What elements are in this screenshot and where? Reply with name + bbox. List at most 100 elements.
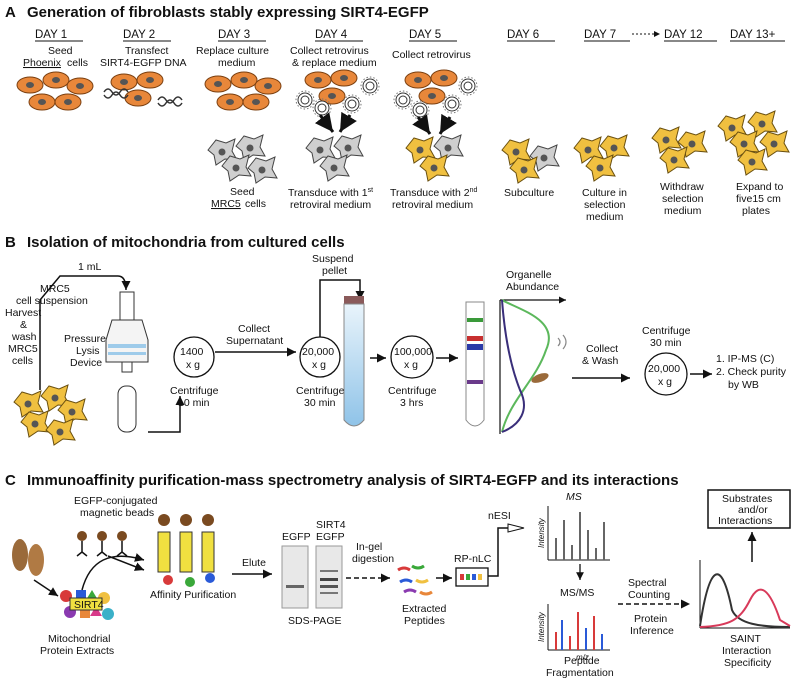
mrc5-suspension-label: MRC5: [40, 283, 70, 295]
centrifuge-20000-b: [644, 352, 688, 396]
harvest-mrc5-label: MRC5: [8, 343, 38, 355]
rp-nlc-label: RP-nLC: [454, 553, 492, 565]
withdraw-cells: [651, 126, 708, 174]
collect4-label: Collect retrovirus: [290, 45, 369, 57]
peptides-label: Peptides: [404, 615, 445, 627]
c2-xg: x g: [312, 359, 326, 371]
pressure-lysis-device: [105, 291, 149, 433]
substrates-label: Substrates: [722, 493, 772, 505]
msms-label: MS/MS: [560, 587, 594, 599]
panel-c: C Immunoaffinity purification-mass spect…: [5, 472, 791, 678]
day-7: DAY 7: [584, 29, 616, 41]
affinity-complexes: [157, 514, 215, 587]
beads-magnetic-label: magnetic beads: [80, 507, 154, 519]
c1-speed: 1400: [180, 346, 204, 358]
organelle-label: Organelle: [506, 269, 552, 281]
wash-label: & Wash: [582, 355, 619, 367]
c1-time-label: 10 min: [178, 397, 210, 409]
culture-selection-label: selection: [584, 199, 626, 211]
day-headers: DAY 1 DAY 2 DAY 3 DAY 4 DAY 5 DAY 6 DAY …: [35, 29, 785, 42]
sirt4-lane-label: SIRT4: [316, 519, 346, 531]
day4-cells-virus: [295, 69, 380, 118]
c4-centrifuge-label: Centrifuge: [642, 325, 691, 337]
transduced1-cells: [305, 134, 364, 182]
sirt4-label: SIRT4: [74, 599, 104, 611]
mito-extracts-label: Mitochondrial: [48, 633, 110, 645]
transduced2-cells: [405, 134, 464, 182]
expand-cells: [717, 110, 790, 176]
pellet-label: pellet: [322, 265, 347, 277]
c4-speed: 20,000: [648, 363, 680, 375]
selection-cells: [573, 134, 630, 182]
result-ipms: 1. IP-MS (C): [716, 353, 774, 365]
mz-label: m/z: [576, 653, 589, 662]
c1-centrifuge-label: Centrifuge: [170, 385, 219, 397]
affinity-label: Affinity Purification: [150, 589, 236, 601]
expand-label: Expand to: [736, 181, 783, 193]
day-3: DAY 3: [218, 29, 250, 41]
harvest-cells-label: cells: [12, 355, 33, 367]
supernatant-label: Supernatant: [226, 335, 283, 347]
centrifuge-tube: [343, 296, 365, 427]
spectral-label: Spectral: [628, 577, 667, 589]
panel-a-title: Generation of fibroblasts stably express…: [27, 4, 429, 21]
mitochondria: [12, 539, 44, 576]
digestion-label: digestion: [352, 553, 394, 565]
sds-page-label: SDS-PAGE: [288, 615, 341, 627]
panel-c-letter: C: [5, 472, 16, 489]
phoenix-cells: [16, 71, 94, 111]
ms-spectrum: [547, 506, 610, 561]
subculture-label: Subculture: [504, 187, 554, 199]
panel-a-letter: A: [5, 4, 16, 21]
ingel-label: In-gel: [356, 541, 382, 553]
transduce2-medium-label: retroviral medium: [392, 199, 473, 211]
inference-label: Inference: [630, 625, 674, 637]
panel-b-title: Isolation of mitochondria from cultured …: [27, 234, 345, 251]
saint-label: SAINT: [730, 633, 762, 645]
culture-medium-label: medium: [586, 211, 624, 223]
counting-label: Counting: [628, 589, 670, 601]
protein-inf-label: Protein: [634, 613, 667, 625]
msms-intensity-label: Intensity: [537, 611, 546, 642]
abundance-label: Abundance: [506, 281, 559, 293]
panel-b: B Isolation of mitochondria from culture…: [5, 234, 787, 446]
mrc5-cells: [207, 134, 278, 184]
harvest-amp-label: &: [20, 319, 27, 331]
lysis-label: Lysis: [76, 345, 100, 357]
transfect-dna-label: SIRT4-EGFP DNA: [100, 57, 187, 69]
c3-speed: 100,000: [394, 346, 432, 358]
collect-wash-label: Collect: [586, 343, 618, 355]
nesi-label: nESI: [488, 510, 511, 522]
collect5-label: Collect retrovirus: [392, 49, 471, 61]
culture-label: Culture in: [582, 187, 627, 199]
mrc5-label: MRC5: [211, 198, 241, 210]
saint-distribution: [699, 560, 791, 629]
organelle-abundance-plot: [499, 296, 567, 434]
centrifuge-1400: [173, 336, 215, 378]
phoenix-label: Phoenix: [23, 57, 62, 69]
c3-centrifuge-label: Centrifuge: [388, 385, 437, 397]
day-4: DAY 4: [315, 29, 348, 41]
pep-frag-label: Peptide: [564, 655, 600, 667]
panel-c-title: Immunoaffinity purification-mass spectro…: [27, 472, 679, 489]
cell-suspension-label: cell suspension: [16, 295, 88, 307]
panel-a: A Generation of fibroblasts stably expre…: [5, 4, 790, 223]
transfected-cells: [103, 71, 183, 107]
sds-page-gel: [281, 545, 343, 609]
day-1: DAY 1: [35, 29, 67, 41]
day5-cells-virus: [393, 69, 478, 120]
andor-label: and/or: [738, 504, 768, 516]
elute-label: Elute: [242, 557, 266, 569]
transfect-label: Transfect: [125, 45, 168, 57]
rp-nlc-column: [455, 567, 489, 587]
withdraw-selection-label: selection: [662, 193, 704, 205]
interactions-label: Interactions: [718, 515, 772, 527]
day-5: DAY 5: [409, 29, 441, 41]
replace-medium-label: medium: [218, 57, 256, 69]
collect-sup-label: Collect: [238, 323, 270, 335]
egfp-lane-label: EGFP: [282, 531, 311, 543]
day-12: DAY 12: [664, 29, 703, 41]
transduce1-label: Transduce with 1st: [288, 187, 373, 199]
c2-centrifuge-label: Centrifuge: [296, 385, 345, 397]
harvest-wash-label: wash: [11, 331, 37, 343]
